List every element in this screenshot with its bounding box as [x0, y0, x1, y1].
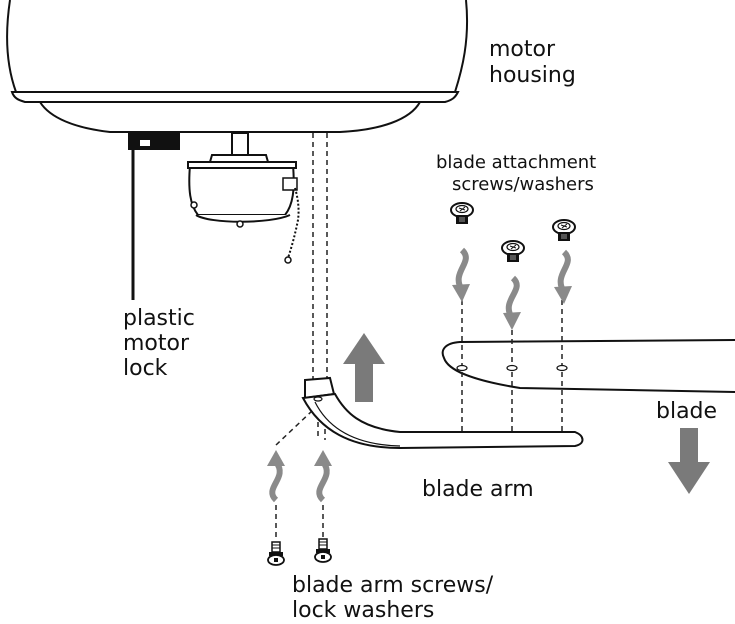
- down-arrow: [668, 428, 710, 494]
- fan-blade: [441, 339, 735, 393]
- label-blade-attachment-line2: screws/washers: [452, 174, 594, 195]
- motor-housing: [6, 0, 469, 133]
- label-plastic-motor-lock-line3: lock: [123, 356, 168, 381]
- screw-up-arrow: [267, 450, 285, 503]
- label-blade-arm-screws-line1: blade arm screws/: [292, 573, 494, 598]
- switch-housing: [187, 132, 300, 264]
- label-blade-arm-screws-line2: lock washers: [292, 598, 434, 623]
- blade-attachment-screw: [552, 219, 576, 242]
- screw-up-arrow: [314, 450, 332, 503]
- blade-arm-screw: [314, 538, 332, 563]
- blade-guide-lines: [461, 300, 563, 432]
- screw-down-arrow: [503, 275, 521, 330]
- blade-attachment-screw: [450, 202, 474, 225]
- plastic-motor-lock: [128, 133, 180, 300]
- blade-arm: [301, 376, 584, 450]
- label-blade-attachment-line1: blade attachment: [436, 152, 596, 173]
- label-plastic-motor-lock-line1: plastic: [123, 306, 195, 331]
- screw-down-arrow: [554, 249, 572, 304]
- label-blade-arm: blade arm: [422, 477, 534, 502]
- up-arrow: [343, 333, 385, 402]
- blade-arm-screw: [267, 541, 285, 566]
- blade-attachment-screw: [501, 240, 525, 263]
- label-motor-housing-line2: housing: [489, 63, 576, 88]
- screw-down-arrow: [452, 247, 470, 302]
- label-blade: blade: [656, 399, 717, 424]
- label-plastic-motor-lock-line2: motor: [123, 331, 190, 356]
- label-motor-housing-line1: motor: [489, 37, 556, 62]
